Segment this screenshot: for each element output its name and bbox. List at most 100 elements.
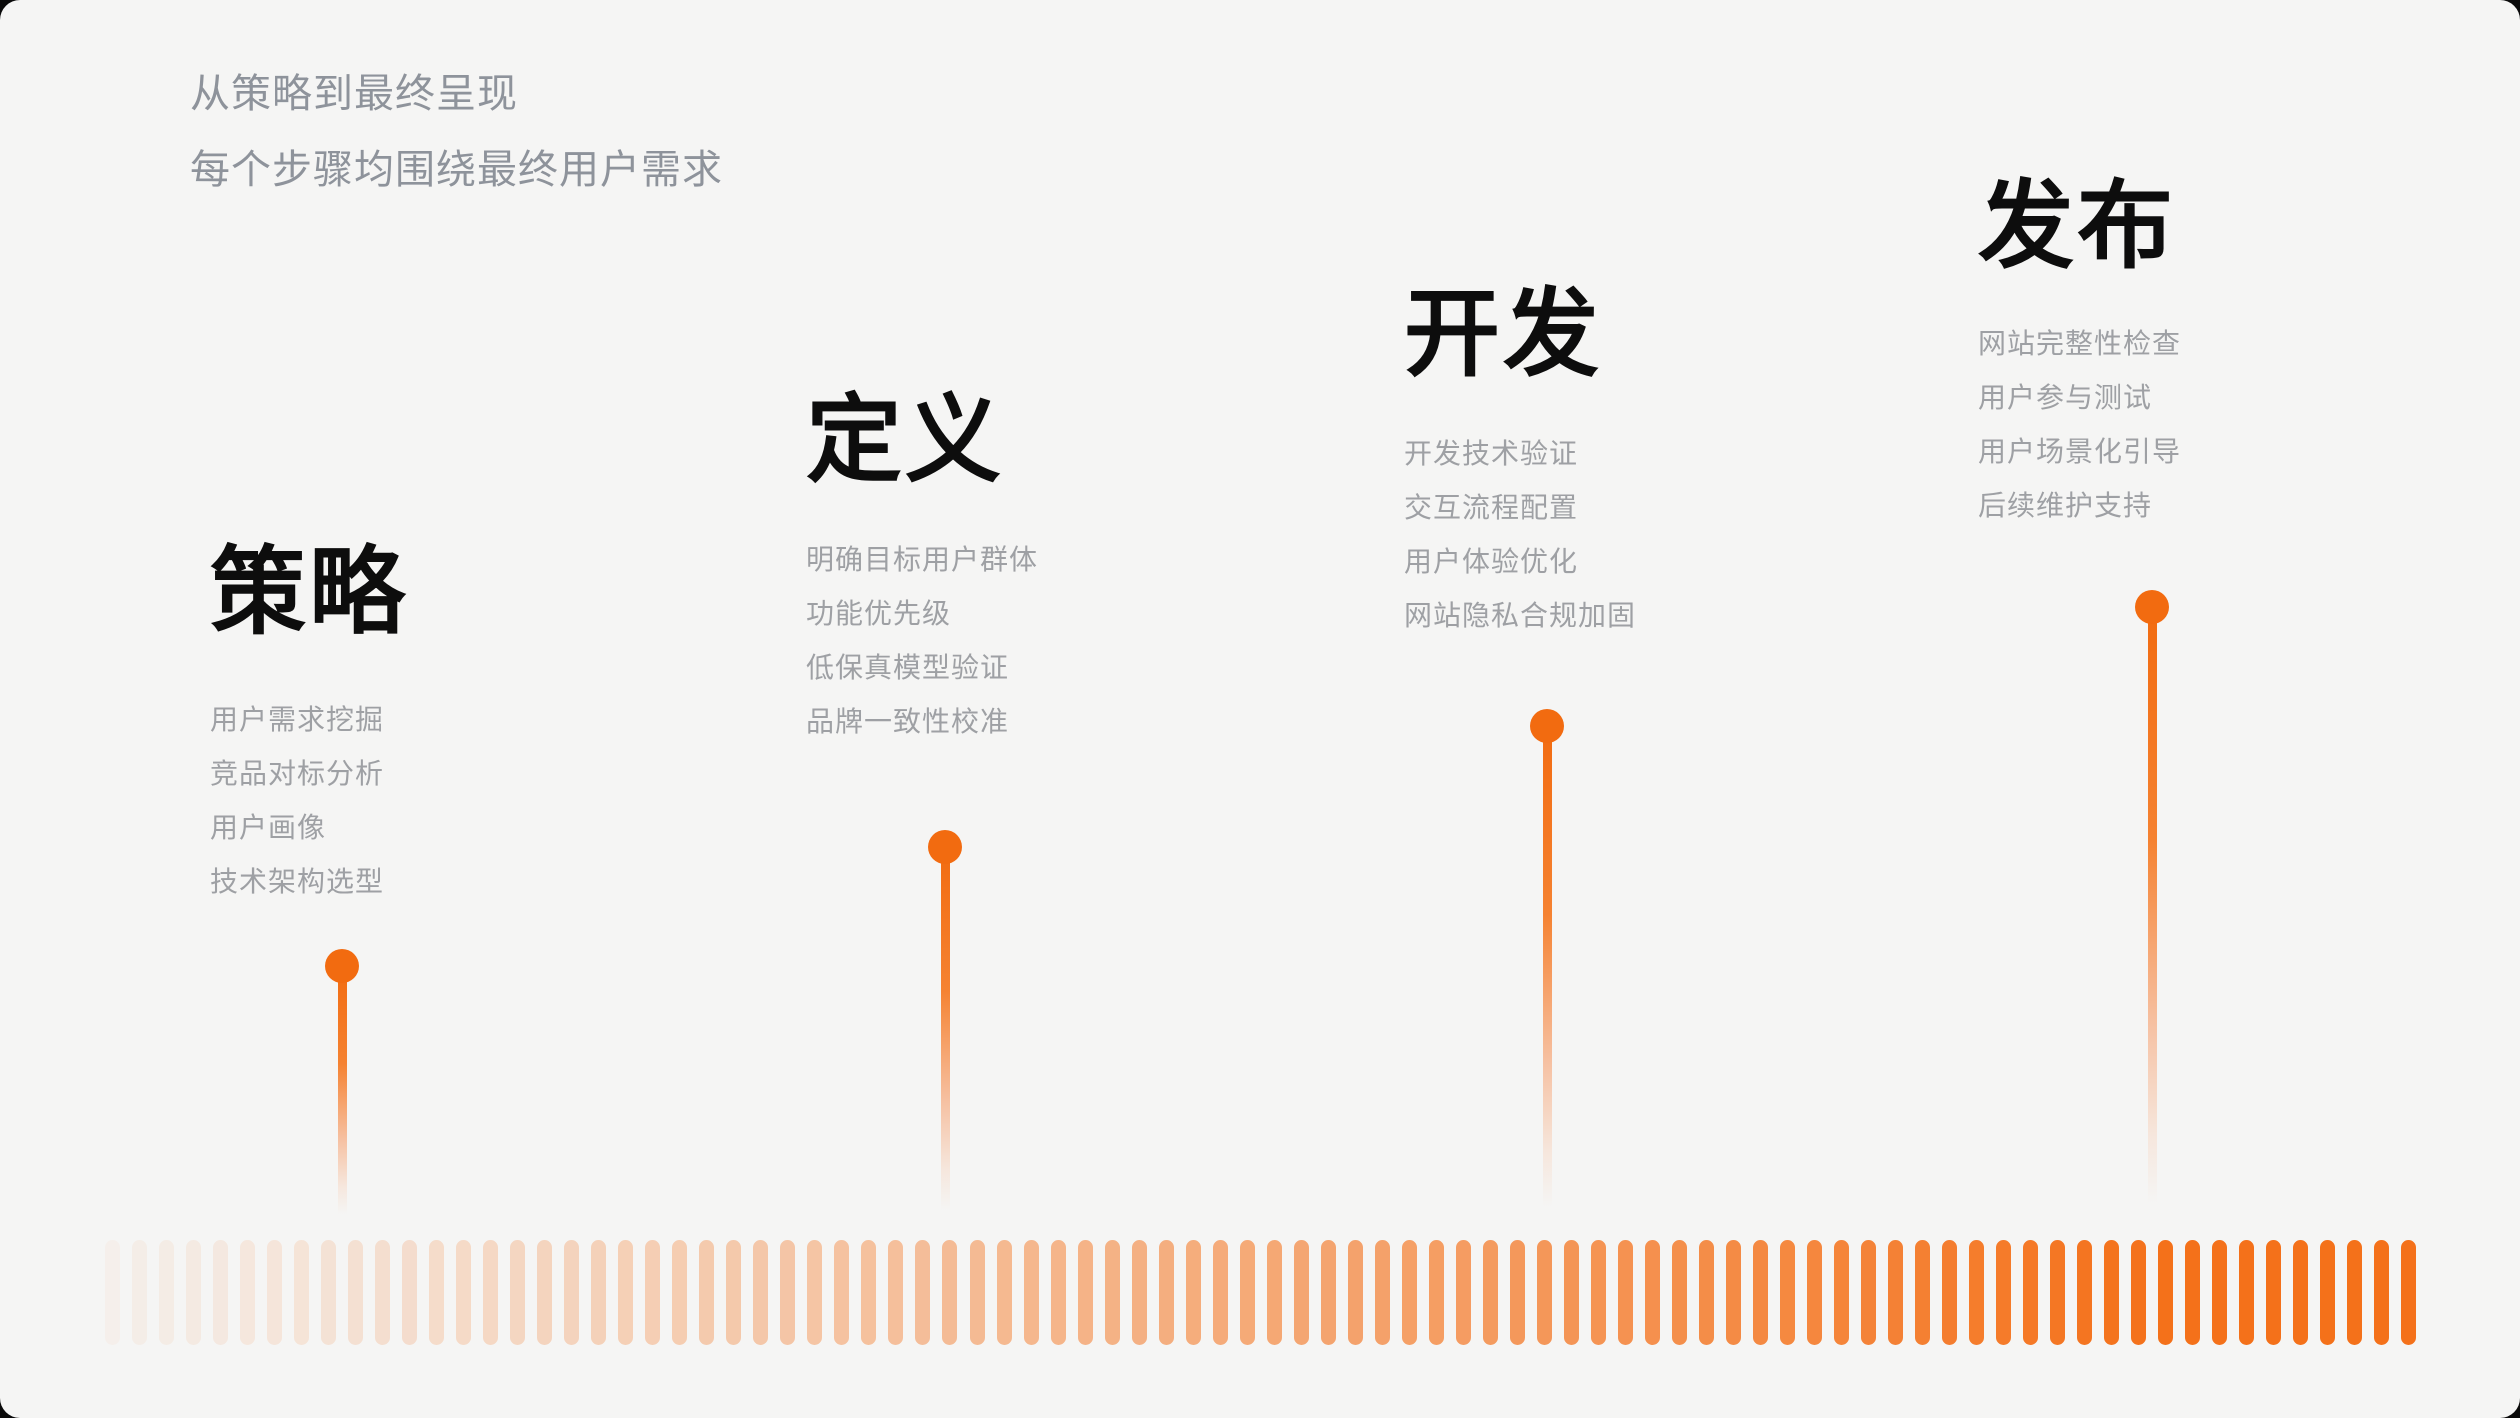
stage-strategy: 策略 用户需求挖掘 竞品对标分析 用户画像 技术架构选型 <box>210 545 408 909</box>
bar-stripe <box>2104 1240 2120 1345</box>
bar-stripe <box>294 1240 310 1345</box>
bar-stripe <box>1050 1240 1066 1345</box>
bar-stripe <box>2077 1240 2093 1345</box>
bar-stripe <box>1536 1240 1552 1345</box>
bar-stripe <box>402 1240 418 1345</box>
stage-item: 用户需求挖掘 <box>210 704 385 735</box>
bar-stripe <box>1617 1240 1633 1345</box>
bar-stripe <box>780 1240 796 1345</box>
bar-stripe <box>537 1240 553 1345</box>
bar-stripe <box>510 1240 526 1345</box>
stage-item: 交互流程配置 <box>1404 492 1579 523</box>
bar-stripe <box>2158 1240 2174 1345</box>
bar-stripe <box>240 1240 256 1345</box>
bar-stripe <box>1590 1240 1606 1345</box>
stage-item: 用户体验优化 <box>1404 546 1579 577</box>
bar-stripe <box>1942 1240 1958 1345</box>
bar-stripe <box>321 1240 337 1345</box>
stage-item-list: 用户需求挖掘 竞品对标分析 用户画像 技术架构选型 <box>210 693 408 909</box>
stage-title: 策略 <box>210 539 408 646</box>
subtitle-line-2: 每个步骤均围绕最终用户需求 <box>190 148 723 192</box>
milestone-dot-icon <box>2135 590 2169 624</box>
bar-stripe <box>132 1240 148 1345</box>
bar-stripe <box>105 1240 120 1345</box>
bar-stripe <box>348 1240 364 1345</box>
milestone-stem <box>1542 726 1552 1222</box>
bar-stripe <box>564 1240 580 1345</box>
bar-stripe <box>429 1240 445 1345</box>
bar-stripe <box>591 1240 607 1345</box>
subtitle-line-1: 从策略到最终呈现 <box>190 72 518 116</box>
stage-item-list: 开发技术验证 交互流程配置 用户体验优化 网站隐私合规加固 <box>1404 427 1636 643</box>
bar-stripe <box>2320 1240 2336 1345</box>
bar-stripe <box>1266 1240 1282 1345</box>
stage-item: 功能优先级 <box>806 598 952 629</box>
bar-stripe <box>1023 1240 1039 1345</box>
stage-item: 用户参与测试 <box>1978 382 2153 413</box>
stage-item-list: 网站完整性检查 用户参与测试 用户场景化引导 后续维护支持 <box>1978 317 2181 533</box>
bar-stripe <box>483 1240 499 1345</box>
bar-stripe <box>1347 1240 1363 1345</box>
bar-stripe <box>1158 1240 1174 1345</box>
bar-stripe <box>834 1240 850 1345</box>
bar-stripe <box>1428 1240 1444 1345</box>
bar-stripe <box>2239 1240 2255 1345</box>
milestone-dot-icon <box>1530 709 1564 743</box>
stage-item-list: 明确目标用户群体 功能优先级 低保真模型验证 品牌一致性校准 <box>806 533 1038 749</box>
bar-stripe <box>807 1240 823 1345</box>
bar-stripe <box>1104 1240 1120 1345</box>
stage-item: 竞品对标分析 <box>210 758 385 789</box>
bar-stripe <box>1077 1240 1093 1345</box>
bar-stripe <box>456 1240 472 1345</box>
bar-stripe <box>861 1240 877 1345</box>
bar-stripe <box>1752 1240 1768 1345</box>
stage-item: 低保真模型验证 <box>806 652 1010 683</box>
bar-stripe <box>618 1240 634 1345</box>
stage-title: 开发 <box>1404 281 1602 388</box>
bar-stripe <box>1806 1240 1822 1345</box>
milestone-stem <box>337 966 347 1222</box>
stage-item: 后续维护支持 <box>1978 490 2153 521</box>
bar-stripe <box>645 1240 661 1345</box>
bar-stripe <box>1698 1240 1714 1345</box>
milestone-dot-icon <box>325 949 359 983</box>
bar-stripe <box>969 1240 985 1345</box>
gradient-stripe-bar <box>105 1240 2417 1345</box>
milestone-stem <box>940 847 950 1222</box>
stage-item: 开发技术验证 <box>1404 438 1579 469</box>
bar-stripe <box>1374 1240 1390 1345</box>
bar-stripe <box>1131 1240 1147 1345</box>
bar-stripe <box>1861 1240 1877 1345</box>
bar-stripe <box>1509 1240 1525 1345</box>
bar-stripe <box>2023 1240 2039 1345</box>
bar-stripe <box>672 1240 688 1345</box>
bar-stripe <box>1185 1240 1201 1345</box>
bar-stripe <box>2212 1240 2228 1345</box>
bar-stripe <box>1834 1240 1849 1345</box>
bar-stripe <box>1212 1240 1228 1345</box>
bar-stripe <box>1563 1240 1579 1345</box>
bar-stripe <box>2131 1240 2147 1345</box>
bar-stripe <box>2374 1240 2390 1345</box>
bar-stripe <box>1915 1240 1931 1345</box>
stage-item: 用户场景化引导 <box>1978 436 2182 467</box>
stage-item: 网站隐私合规加固 <box>1404 600 1637 631</box>
stage-item: 明确目标用户群体 <box>806 544 1039 575</box>
bar-stripe <box>2050 1240 2066 1345</box>
bar-stripe <box>2401 1240 2417 1345</box>
bar-stripe <box>1644 1240 1660 1345</box>
bar-stripe <box>1996 1240 2012 1345</box>
stage-title: 发布 <box>1978 173 2176 280</box>
bar-stripe <box>888 1240 904 1345</box>
bar-stripe <box>2293 1240 2309 1345</box>
bar-stripe <box>2347 1240 2363 1345</box>
milestone-stem <box>2147 607 2157 1222</box>
bar-stripe <box>267 1240 283 1345</box>
bar-stripe <box>726 1240 742 1345</box>
bar-stripe <box>996 1240 1012 1345</box>
stage-item: 用户画像 <box>210 812 327 843</box>
bar-stripe <box>1320 1240 1336 1345</box>
stage-title: 定义 <box>806 387 1004 494</box>
bar-stripe <box>2266 1240 2282 1345</box>
bar-stripe <box>213 1240 229 1345</box>
